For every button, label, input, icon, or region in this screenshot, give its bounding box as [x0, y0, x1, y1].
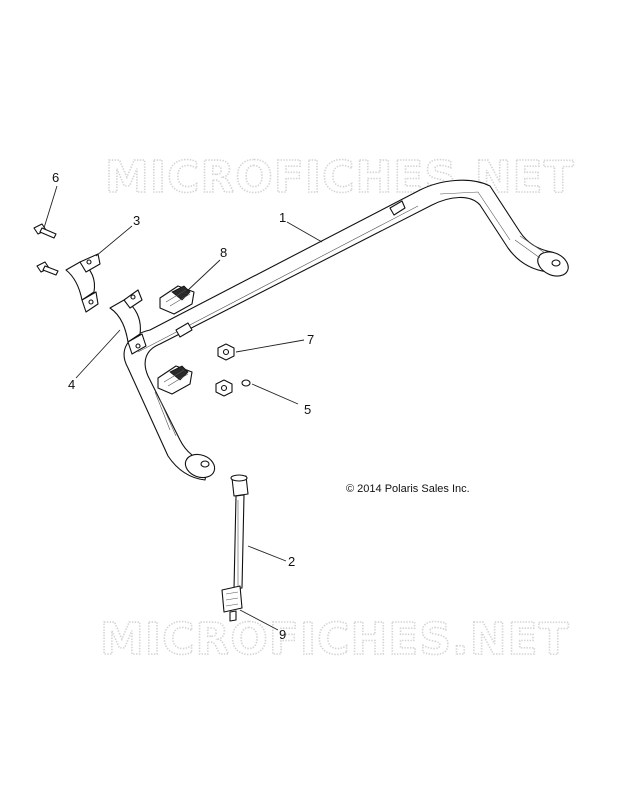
bushing-lower[interactable] — [157, 365, 193, 395]
watermark-bottom: MICROFICHES.NET — [100, 614, 570, 665]
watermark-top: MICROFICHES.NET — [105, 152, 575, 203]
callout-3: 3 — [133, 213, 140, 228]
bracket-upper[interactable] — [65, 253, 101, 313]
bolt-lower[interactable] — [36, 261, 59, 276]
copyright-notice: © 2014 Polaris Sales Inc. — [346, 483, 470, 495]
washer[interactable] — [241, 379, 251, 387]
callout-6: 6 — [52, 170, 59, 185]
bolt-upper[interactable] — [33, 223, 57, 239]
callout-4: 4 — [68, 377, 75, 392]
bushing-upper[interactable] — [159, 285, 195, 315]
nut-upper[interactable] — [217, 343, 235, 361]
bracket-lower[interactable] — [109, 289, 147, 355]
callout-1: 1 — [279, 210, 286, 225]
stabilizer-bar[interactable] — [123, 179, 572, 481]
callout-8: 8 — [220, 245, 227, 260]
callout-9: 9 — [279, 627, 286, 642]
leader-lines — [43, 185, 323, 631]
stabilizer-link[interactable] — [221, 474, 249, 622]
callout-5: 5 — [304, 402, 311, 417]
callout-7: 7 — [307, 332, 314, 347]
nut-lower[interactable] — [215, 379, 233, 397]
callout-2: 2 — [288, 554, 295, 569]
